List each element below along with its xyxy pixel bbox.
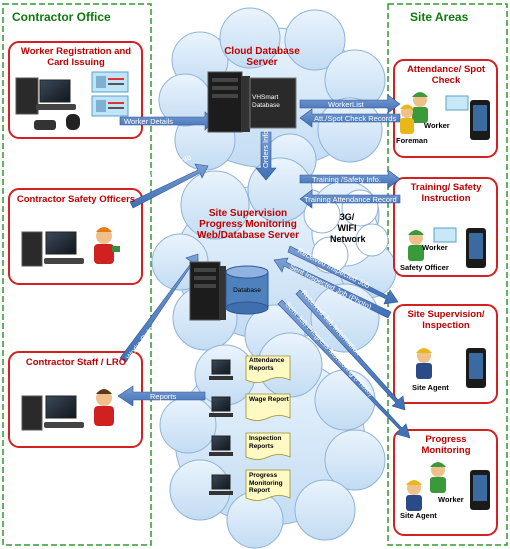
- web-server-tower-icon: [189, 261, 226, 321]
- sent-inspected-arrow: [273, 257, 392, 319]
- attendance-worker-label: Worker: [424, 121, 450, 130]
- worker-registration-label: Worker Registration and Card Issuing: [20, 46, 132, 68]
- sent-progress-arrow: [277, 299, 411, 439]
- training-worker-label: Worker: [422, 243, 448, 252]
- attendance-label: Attendance/ Spot Check: [406, 64, 486, 86]
- att-records-text: Att./Spot Check Records: [314, 114, 397, 123]
- worker-list-arrow: [299, 94, 401, 114]
- registration-workstation-icon: [15, 71, 129, 130]
- supervision-agent-label: Site Agent: [412, 383, 449, 392]
- progress-report-label: Progress Monitoring Report: [249, 472, 283, 494]
- network-label: 3G/ WIFI Network: [330, 212, 366, 244]
- att-records-arrow: [299, 108, 401, 128]
- contractor-office-title: Contractor Office: [12, 10, 111, 24]
- works-orders-arrow: [119, 253, 199, 363]
- safety-officers-label: Contractor Safety Officers: [16, 194, 136, 205]
- progress-label: Progress Monitoring: [421, 434, 471, 456]
- received-inspected-arrow: [287, 245, 399, 305]
- server-label: VHSmart Database: [252, 94, 280, 109]
- safety-training-arrow: [129, 163, 209, 209]
- training-safety-text: Training /Safety Info.: [312, 175, 381, 184]
- supervision-label: Site Supervision/ Inspection: [407, 309, 485, 331]
- progress-people-icon: [406, 462, 490, 511]
- training-attendance-arrow: [299, 189, 401, 209]
- site-areas-title: Site Areas: [410, 10, 469, 24]
- worker-list-text: WorkerList: [328, 100, 364, 109]
- safety-officer-workstation-icon: [21, 227, 120, 267]
- training-label: Training/ Safety Instruction: [410, 182, 482, 204]
- database-cylinder-icon: [225, 265, 269, 315]
- training-safety-arrow: [299, 169, 401, 189]
- worker-details-text: Worker Details: [124, 117, 174, 126]
- reports-text: Reports: [150, 392, 177, 401]
- database-label: Database: [233, 287, 261, 294]
- progress-agent-label: Site Agent: [400, 511, 437, 520]
- orders-info-arrow: [255, 131, 277, 181]
- cloud-db-title: Cloud Database Server: [224, 46, 300, 68]
- received-job-arrow: [295, 289, 406, 411]
- progress-worker-label: Worker: [438, 495, 464, 504]
- inspection-report-label: Inspection Reports: [249, 435, 282, 450]
- training-officer-label: Safety Officer: [400, 263, 449, 272]
- training-attendance-text: Training Attendance Record: [304, 195, 397, 204]
- orders-info-text: Orders Info: [261, 130, 270, 168]
- attendance-report-label: Attendance Reports: [249, 357, 285, 372]
- server-tower-icon: [207, 71, 297, 133]
- training-people-icon: [408, 227, 486, 268]
- reports-arrow: [117, 385, 206, 407]
- contractor-staff-label: Contractor Staff / LRO: [25, 357, 127, 368]
- report-document-icons: [245, 355, 291, 501]
- wage-report-label: Wage Report: [249, 396, 289, 403]
- report-computer-icons: [209, 359, 233, 495]
- web-db-title: Site Supervision Progress Monitoring Web…: [196, 208, 300, 241]
- attendance-people-icon: [400, 92, 490, 140]
- attendance-foreman-label: Foreman: [396, 136, 428, 145]
- supervision-people-icon: [416, 348, 486, 388]
- staff-workstation-icon: [21, 389, 114, 431]
